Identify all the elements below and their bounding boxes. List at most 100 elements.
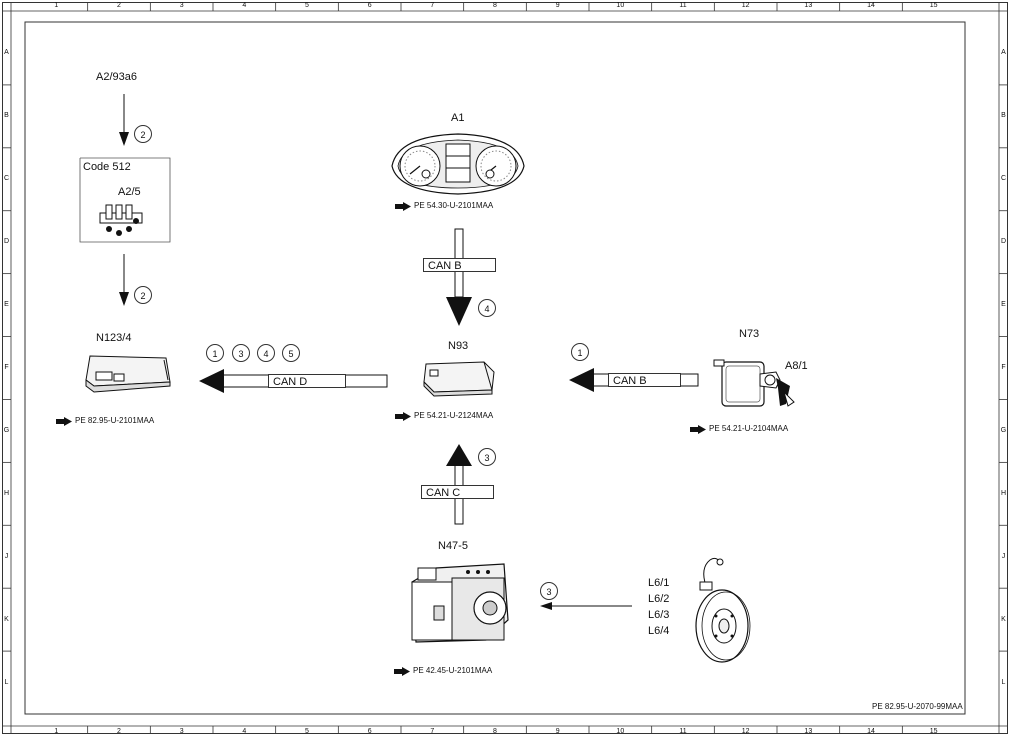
n93-module-icon	[423, 361, 495, 397]
bus-label-can-b-right: CAN B	[608, 373, 681, 387]
label-l6-4: L6/4	[648, 625, 670, 637]
grid-col-bottom: 2	[117, 728, 121, 735]
bus-label-can-d: CAN D	[268, 374, 346, 388]
connector-icon	[99, 204, 143, 236]
grid-col-bottom: 9	[555, 728, 560, 735]
label-n73: N73	[739, 328, 760, 340]
grid-col-top: 5	[305, 2, 309, 9]
marker-cand-4: 4	[257, 344, 275, 362]
grid-col-bottom: 10	[616, 728, 625, 735]
marker-cand-5: 5	[282, 344, 300, 362]
label-code512: Code 512	[83, 161, 133, 173]
grid-row-right: L	[1001, 678, 1006, 686]
grid-col-bottom: 15	[929, 728, 938, 735]
grid-col-top: 7	[430, 2, 435, 9]
grid-col-top: 3	[179, 2, 184, 9]
grid-row-left: A	[4, 49, 9, 57]
grid-row-right: D	[1000, 238, 1007, 246]
pointing-hand-icon	[394, 666, 410, 676]
grid-row-right: C	[1000, 175, 1007, 183]
grid-row-left: K	[4, 615, 9, 623]
instrument-cluster-icon	[391, 133, 525, 195]
label-n47-5: N47-5	[438, 540, 468, 552]
ref-n73[interactable]: PE 54.21-U-2104MAA	[690, 424, 788, 434]
pointing-hand-icon	[395, 411, 411, 421]
grid-col-top: 8	[493, 2, 497, 9]
bus-label-can-c: CAN C	[421, 485, 494, 499]
grid-row-right: F	[1001, 364, 1006, 371]
grid-col-top: 6	[367, 2, 372, 9]
grid-row-right: J	[1001, 552, 1006, 560]
marker-a2-bottom: 2	[134, 286, 152, 304]
label-a1: A1	[451, 112, 465, 124]
grid-col-bottom: 5	[305, 728, 309, 735]
label-l6-3: L6/3	[648, 609, 670, 621]
grid-col-bottom: 6	[367, 728, 372, 735]
grid-row-left: G	[3, 426, 10, 434]
ref-n73-text: PE 54.21-U-2104MAA	[709, 424, 789, 433]
arrow-canc-to-n93	[446, 444, 472, 466]
grid-col-bottom: 7	[430, 728, 435, 735]
label-l6-1: L6/1	[648, 577, 670, 589]
grid-row-left: B	[4, 112, 9, 120]
arrow-cand-to-n123	[199, 369, 224, 393]
grid-col-bottom: 14	[867, 728, 875, 735]
grid-row-right: K	[1001, 615, 1006, 623]
grid-col-bottom: 4	[242, 728, 247, 735]
label-l6-2: L6/2	[648, 593, 670, 605]
code512-box	[79, 157, 171, 243]
grid-col-bottom: 11	[679, 728, 687, 735]
grid-col-top: 12	[741, 2, 750, 9]
grid-row-right: B	[1001, 112, 1006, 120]
marker-canb-right: 1	[571, 343, 589, 361]
marker-a2-top: 2	[134, 125, 152, 143]
arrow-canb-to-n93	[446, 297, 472, 326]
ignition-switch-icon	[713, 359, 795, 407]
grid-row-right: H	[1000, 489, 1007, 497]
pointing-hand-icon	[690, 424, 706, 434]
grid-row-right: E	[1001, 301, 1006, 309]
inner-border	[24, 21, 966, 715]
grid-col-top: 4	[242, 2, 247, 9]
bus-label-can-b-top: CAN B	[423, 258, 496, 272]
ref-n47-5[interactable]: PE 42.45-U-2101MAA	[394, 666, 492, 676]
ref-a1[interactable]: PE 54.30-U-2101MAA	[395, 201, 493, 211]
pointing-hand-icon	[395, 201, 411, 211]
grid-col-top: 15	[929, 2, 938, 9]
grid-row-left: J	[4, 552, 9, 560]
grid-col-top: 2	[117, 2, 121, 9]
grid-row-right: A	[1001, 49, 1006, 57]
grid-col-top: 9	[555, 2, 560, 9]
n123-module-icon	[85, 355, 171, 393]
abs-unit-icon	[411, 563, 509, 643]
grid-row-left: D	[3, 238, 10, 246]
label-a2-93a6: A2/93a6	[96, 71, 137, 83]
marker-wheel: 3	[540, 582, 558, 600]
grid-row-left: E	[4, 301, 9, 309]
label-n93: N93	[448, 340, 469, 352]
ref-n123-4[interactable]: PE 82.95-U-2101MAA	[56, 416, 154, 426]
grid-col-top: 10	[616, 2, 625, 9]
grid-row-left: H	[3, 489, 10, 497]
grid-row-left: C	[3, 175, 10, 183]
grid-col-top: 11	[679, 2, 687, 9]
grid-row-left: L	[4, 678, 9, 686]
arrow-canb-to-n93-right	[569, 368, 594, 392]
arrow-wheel-to-abs	[540, 602, 552, 610]
grid-col-top: 1	[54, 2, 59, 9]
ref-n123-4-text: PE 82.95-U-2101MAA	[75, 416, 155, 425]
marker-cand-1: 1	[206, 344, 224, 362]
ref-a1-text: PE 54.30-U-2101MAA	[414, 201, 494, 210]
brake-disc-icon	[695, 557, 751, 663]
grid-col-top: 14	[867, 2, 875, 9]
arrow-down-a2	[119, 132, 129, 146]
ref-n93[interactable]: PE 54.21-U-2124MAA	[395, 411, 493, 421]
label-n123-4: N123/4	[96, 332, 132, 344]
grid-row-right: G	[1000, 426, 1007, 434]
grid-col-bottom: 12	[741, 728, 750, 735]
drawing-id: PE 82.95-U-2070-99MAA	[872, 702, 963, 711]
marker-canb-top: 4	[478, 299, 496, 317]
pointing-hand-icon	[56, 416, 72, 426]
marker-cand-3: 3	[232, 344, 250, 362]
